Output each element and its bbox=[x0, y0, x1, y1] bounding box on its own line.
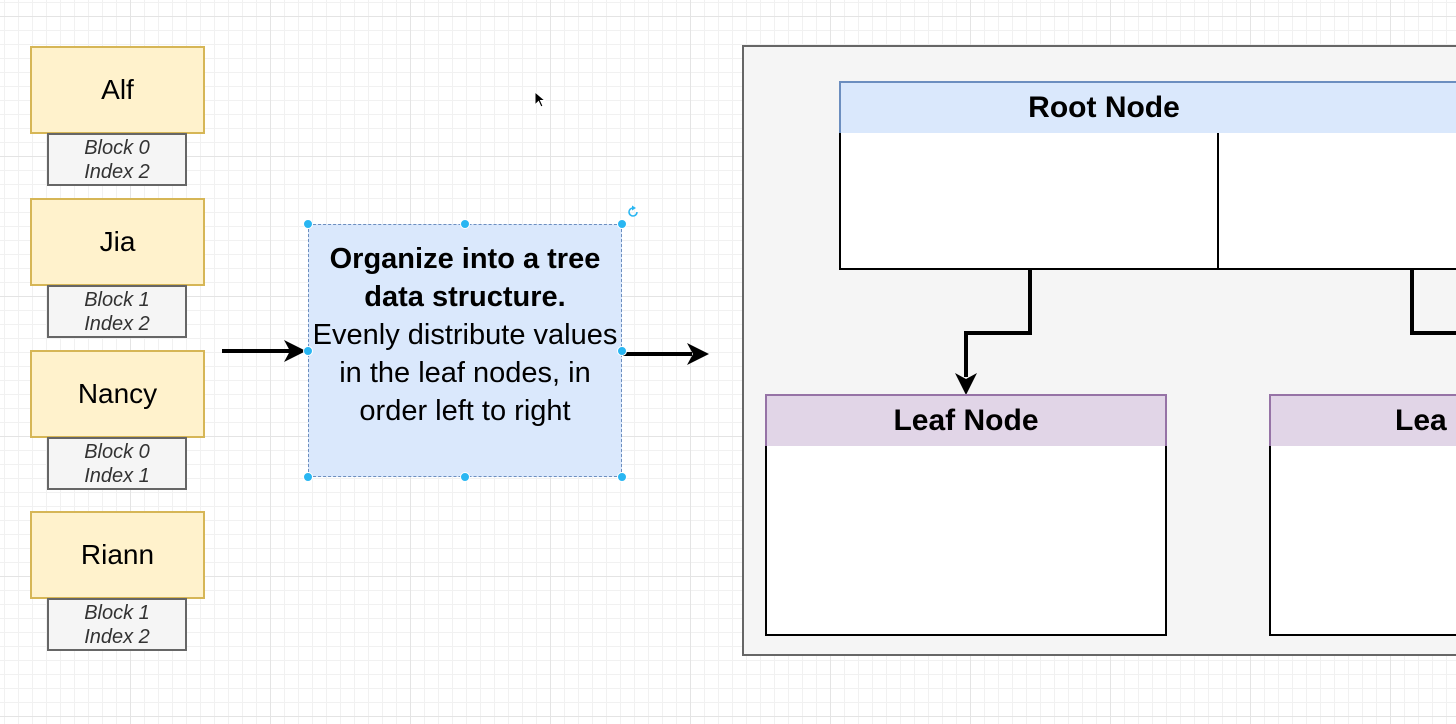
record-name-nancy[interactable]: Nancy bbox=[30, 350, 205, 438]
tree-connectors bbox=[955, 270, 1456, 395]
record-name-label: Riann bbox=[80, 539, 155, 570]
block-label: Block 0 bbox=[84, 440, 150, 463]
record-name-riann[interactable]: Riann bbox=[30, 511, 205, 599]
record-location-riann[interactable]: Block 1 Index 2 bbox=[47, 598, 187, 651]
resize-handle-s[interactable] bbox=[460, 472, 470, 482]
root-node-body[interactable] bbox=[839, 133, 1456, 270]
record-name-label: Alf bbox=[101, 74, 134, 105]
leaf-node-left-body[interactable] bbox=[765, 446, 1167, 636]
resize-handle-se[interactable] bbox=[617, 472, 627, 482]
index-label: Index 2 bbox=[84, 312, 150, 335]
block-label: Block 1 bbox=[84, 288, 150, 311]
leaf-node-left-header[interactable]: Leaf Node bbox=[765, 394, 1167, 448]
edge-root-to-left-leaf[interactable] bbox=[955, 270, 1032, 395]
process-title: Organize into a tree data structure. bbox=[329, 243, 601, 313]
index-label: Index 1 bbox=[84, 464, 150, 487]
record-location-alf[interactable]: Block 0 Index 2 bbox=[47, 133, 187, 186]
leaf-node-right-header[interactable]: Lea bbox=[1269, 394, 1456, 448]
edge-root-to-right-leaf[interactable] bbox=[1410, 270, 1456, 335]
resize-handle-nw[interactable] bbox=[303, 219, 313, 229]
record-name-label: Nancy bbox=[77, 378, 158, 409]
resize-handle-sw[interactable] bbox=[303, 472, 313, 482]
index-label: Index 2 bbox=[84, 160, 150, 183]
process-box[interactable]: Organize into a tree data structure. Eve… bbox=[308, 224, 622, 477]
root-node-header[interactable]: Root Node bbox=[839, 81, 1456, 135]
resize-handle-e[interactable] bbox=[617, 346, 627, 356]
root-node-label: Root Node bbox=[1028, 91, 1180, 124]
rotate-handle-icon[interactable] bbox=[626, 205, 640, 219]
arrow-records-to-process[interactable] bbox=[222, 340, 306, 362]
process-body: Evenly distribute values in the leaf nod… bbox=[312, 319, 618, 427]
resize-handle-n[interactable] bbox=[460, 219, 470, 229]
tree-container[interactable]: Root Node Leaf Node Lea bbox=[742, 45, 1456, 656]
block-label: Block 1 bbox=[84, 601, 150, 624]
leaf-node-right-label: Lea bbox=[1395, 404, 1447, 437]
record-location-nancy[interactable]: Block 0 Index 1 bbox=[47, 437, 187, 490]
cursor-icon bbox=[534, 91, 546, 108]
record-name-label: Jia bbox=[99, 226, 136, 257]
root-node-divider bbox=[1217, 133, 1219, 268]
record-name-jia[interactable]: Jia bbox=[30, 198, 205, 286]
arrow-process-to-tree[interactable] bbox=[623, 343, 709, 365]
resize-handle-w[interactable] bbox=[303, 346, 313, 356]
leaf-node-left-label: Leaf Node bbox=[893, 404, 1039, 437]
leaf-node-right-body[interactable] bbox=[1269, 446, 1456, 636]
block-label: Block 0 bbox=[84, 136, 150, 159]
resize-handle-ne[interactable] bbox=[617, 219, 627, 229]
record-location-jia[interactable]: Block 1 Index 2 bbox=[47, 285, 187, 338]
index-label: Index 2 bbox=[84, 625, 150, 648]
record-name-alf[interactable]: Alf bbox=[30, 46, 205, 134]
